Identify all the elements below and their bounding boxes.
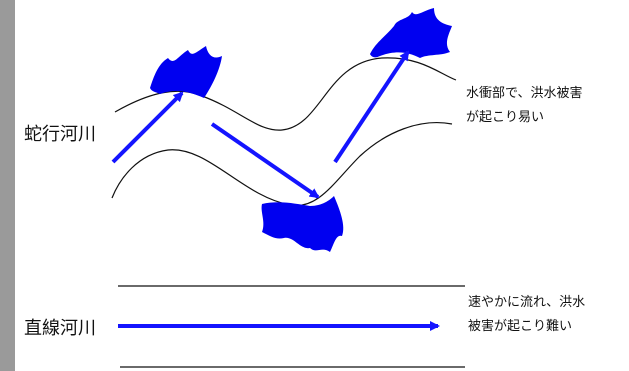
meander-flow-arrow-1 — [111, 91, 184, 164]
erosion-blob-top-right — [370, 8, 452, 58]
meander-flow-arrow-3 — [333, 50, 410, 164]
erosion-blob-bottom — [261, 196, 344, 252]
meander-flow-arrow-2 — [210, 122, 320, 199]
white-panel — [15, 0, 629, 371]
meander-note-line-2: が起こり易い — [466, 110, 545, 125]
straight-note: 速やかに流れ、洪水 被害が起こり難い — [468, 291, 585, 339]
meander-note: 水衝部で、洪水被害 が起こり易い — [466, 82, 582, 130]
meander-river-label: 蛇行河川 — [24, 124, 96, 145]
straight-note-line-1: 速やかに流れ、洪水 — [468, 295, 586, 310]
straight-note-line-2: 被害が起こり難い — [468, 319, 573, 334]
erosion-blob-left — [150, 46, 222, 98]
straight-river-label: 直線河川 — [24, 318, 96, 339]
meander-note-line-1: 水衝部で、洪水被害 — [466, 86, 583, 101]
